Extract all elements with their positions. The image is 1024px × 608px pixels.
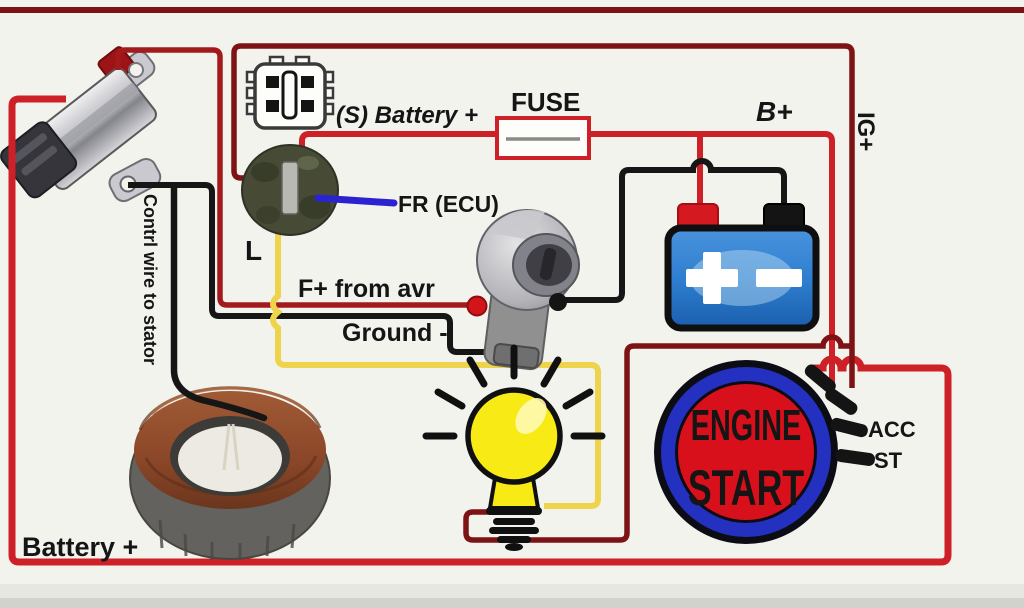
stator-coil [129,386,331,560]
bulb-rays [422,344,606,440]
voltage-regulator [0,46,162,203]
battery [664,203,820,332]
stator-pin-left [222,423,231,471]
label-ground-minus: Ground - [342,319,448,347]
button-text-start: START [688,460,805,517]
label-fr-ecu: FR (ECU) [398,191,499,217]
button-text-engine: ENGINE [691,401,801,449]
label-battery-plus: Battery + [22,532,138,562]
wire-battery-plus-loop [8,95,952,566]
stator-pin-right [231,423,240,471]
ignition-terminal-black [549,293,567,311]
bottom-band-dark [0,598,1024,608]
regulator-connector-block [0,121,78,199]
label-fuse: FUSE [511,87,580,117]
fuse [495,116,591,160]
wire-ground [128,182,543,355]
four-pin-connector-icon [245,55,335,130]
label-b-plus: B+ [756,96,793,127]
regulator-ear-hole-top [128,62,144,78]
label-l-terminal: L [245,235,262,266]
ignition-terminal-red [466,295,488,317]
engine-start-button: ENGINE START [654,360,876,544]
oval-connector [241,144,339,236]
wire-b-plus [589,131,835,384]
bottom-band-light [0,584,1024,598]
wire-lamp-yellow [270,212,601,509]
button-contacts [804,364,876,466]
label-f-plus-from-avr: F+ from avr [298,275,435,303]
oval-connector-slot [281,161,299,215]
label-acc: ACC [868,417,916,442]
wire-ig-plus [231,43,855,388]
wire-battery-negative [560,158,787,303]
label-control-wire: Contrl wire to stator [140,194,160,365]
wire-f-plus-from-avr [115,47,472,308]
wire-control-to-stator [170,182,268,422]
wire-fr-ecu-blue [314,194,398,207]
battery-minus-symbol [756,269,802,287]
ignition-key-slot [539,248,557,280]
wire-bulb-return [463,334,852,543]
label-ig-plus: IG+ [852,112,879,151]
battery-plus-symbol [686,252,738,304]
indicator-bulb [422,344,606,551]
label-s-battery-plus: (S) Battery + [336,102,478,129]
bulb-screw-base [486,507,542,551]
label-st: ST [874,448,903,473]
wire-s-battery-left [299,131,497,170]
